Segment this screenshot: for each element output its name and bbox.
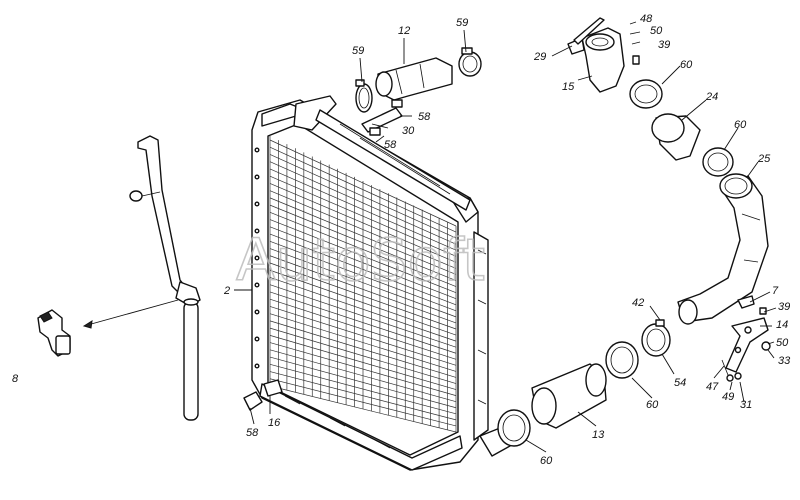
side-rivets [254,147,260,369]
callout-59-left: 59 [352,45,364,57]
callout-50-right: 50 [776,337,789,349]
watermark: AutoSoft [236,226,485,294]
callout-12: 12 [398,25,410,37]
callout-25: 25 [757,153,771,165]
hose-clamp-60-lower-right [605,341,639,379]
curved-pipe-25 [677,173,769,325]
outlet-fitting [567,17,641,93]
callout-24: 24 [705,91,718,103]
leader-lines [234,29,777,453]
callout-60-a: 60 [680,59,693,71]
hose-clamp-59-right [458,47,482,77]
callout-49: 49 [722,391,734,403]
upper-hose [375,57,453,101]
callout-labels: 2 12 59 59 58 30 58 29 15 48 50 39 60 24… [12,13,791,467]
hose-clamp-60-lower-left [497,409,531,447]
callout-7: 7 [772,285,779,297]
radiator-core-mesh [269,136,457,433]
callout-60-c: 60 [646,399,659,411]
hose-clamp-59-left [355,79,373,113]
clip-16-58 [243,379,283,411]
callout-8: 8 [12,373,19,385]
callout-59-right: 59 [456,17,468,29]
drain-pipe-assembly [129,135,201,421]
callout-48: 48 [640,13,653,25]
callout-60-b: 60 [734,119,747,131]
callout-13: 13 [592,429,605,441]
callout-58-upper: 58 [418,111,431,123]
bracket-assembly [721,295,771,382]
callout-42: 42 [632,297,644,309]
callout-60-d: 60 [540,455,553,467]
callout-29: 29 [533,51,546,63]
hose-24 [651,113,701,161]
radiator [251,95,511,471]
callout-54: 54 [674,377,686,389]
callout-33: 33 [778,355,791,367]
callout-58-lower: 58 [246,427,259,439]
callout-30: 30 [402,125,415,137]
callout-39-top: 39 [658,39,670,51]
callout-47: 47 [706,381,719,393]
callout-50-top: 50 [650,25,663,37]
callout-58-mid: 58 [384,139,397,151]
hose-clamp-60-mid [702,147,734,177]
clamp-42-54 [641,319,671,357]
hose-clamp-60-upper [629,79,663,109]
callout-16: 16 [268,417,281,429]
callout-39-right: 39 [778,301,790,313]
callout-14: 14 [776,319,788,331]
lower-hose-13 [531,363,607,429]
callout-2: 2 [223,285,230,297]
callout-31: 31 [740,399,752,411]
callout-15: 15 [562,81,575,93]
drain-tap [37,299,179,357]
